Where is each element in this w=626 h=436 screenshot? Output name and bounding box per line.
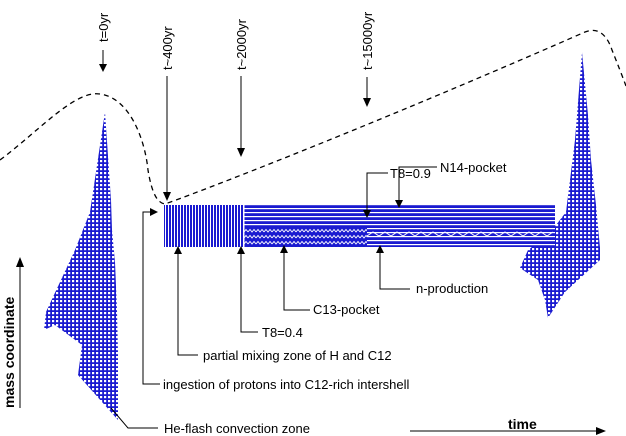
n14-pocket-callout: N14-pocket xyxy=(395,160,507,208)
n14-pocket-band xyxy=(244,205,555,227)
he-flash-convection-zone-right xyxy=(520,52,600,318)
hydrogen-shell-boundary-curve xyxy=(0,29,626,205)
he-flash-label: He-flash convection zone xyxy=(164,421,310,436)
time-marker-t400: t~400yr xyxy=(160,26,175,201)
c13-pocket-callout: C13-pocket xyxy=(280,245,380,317)
ingestion-callout: ingestion of protons into C12-rich inter… xyxy=(142,208,410,392)
t8-04-callout: T8=0.4 xyxy=(237,246,303,340)
x-axis: time xyxy=(410,416,606,435)
n14-pocket-label: N14-pocket xyxy=(440,160,507,175)
n-production-label: n-production xyxy=(416,281,488,296)
partial-mixing-callout: partial mixing zone of H and C12 xyxy=(174,246,392,363)
he-flash-convection-zone-left xyxy=(44,112,118,420)
y-axis-label: mass coordinate xyxy=(1,297,17,408)
t8-09-label: T8=0.9 xyxy=(390,166,431,181)
time-marker-t400-label: t~400yr xyxy=(160,26,175,70)
c13-pocket-label: C13-pocket xyxy=(313,302,380,317)
ingestion-label: ingestion of protons into C12-rich inter… xyxy=(163,377,410,392)
partial-mixing-zone-band xyxy=(164,205,244,247)
time-marker-t15000: t~15000yr xyxy=(360,11,375,107)
t8-04-label: T8=0.4 xyxy=(262,325,303,340)
t8-09-callout: T8=0.9 xyxy=(363,166,431,218)
n-production-callout: n-production xyxy=(376,245,488,296)
y-axis: mass coordinate xyxy=(1,257,24,408)
n-production-zigzag-line xyxy=(366,231,554,237)
he-flash-callout: He-flash convection zone xyxy=(110,407,310,436)
time-marker-t15000-label: t~15000yr xyxy=(360,11,375,70)
time-marker-t0: t=0yr xyxy=(96,12,111,72)
time-marker-t2000-label: t~2000yr xyxy=(234,18,249,70)
n-production-band xyxy=(367,227,555,247)
partial-mixing-label: partial mixing zone of H and C12 xyxy=(203,348,392,363)
c13-pocket-band xyxy=(244,227,367,247)
time-marker-t0-label: t=0yr xyxy=(96,12,111,42)
time-marker-t2000: t~2000yr xyxy=(234,18,249,157)
x-axis-label: time xyxy=(508,416,537,432)
